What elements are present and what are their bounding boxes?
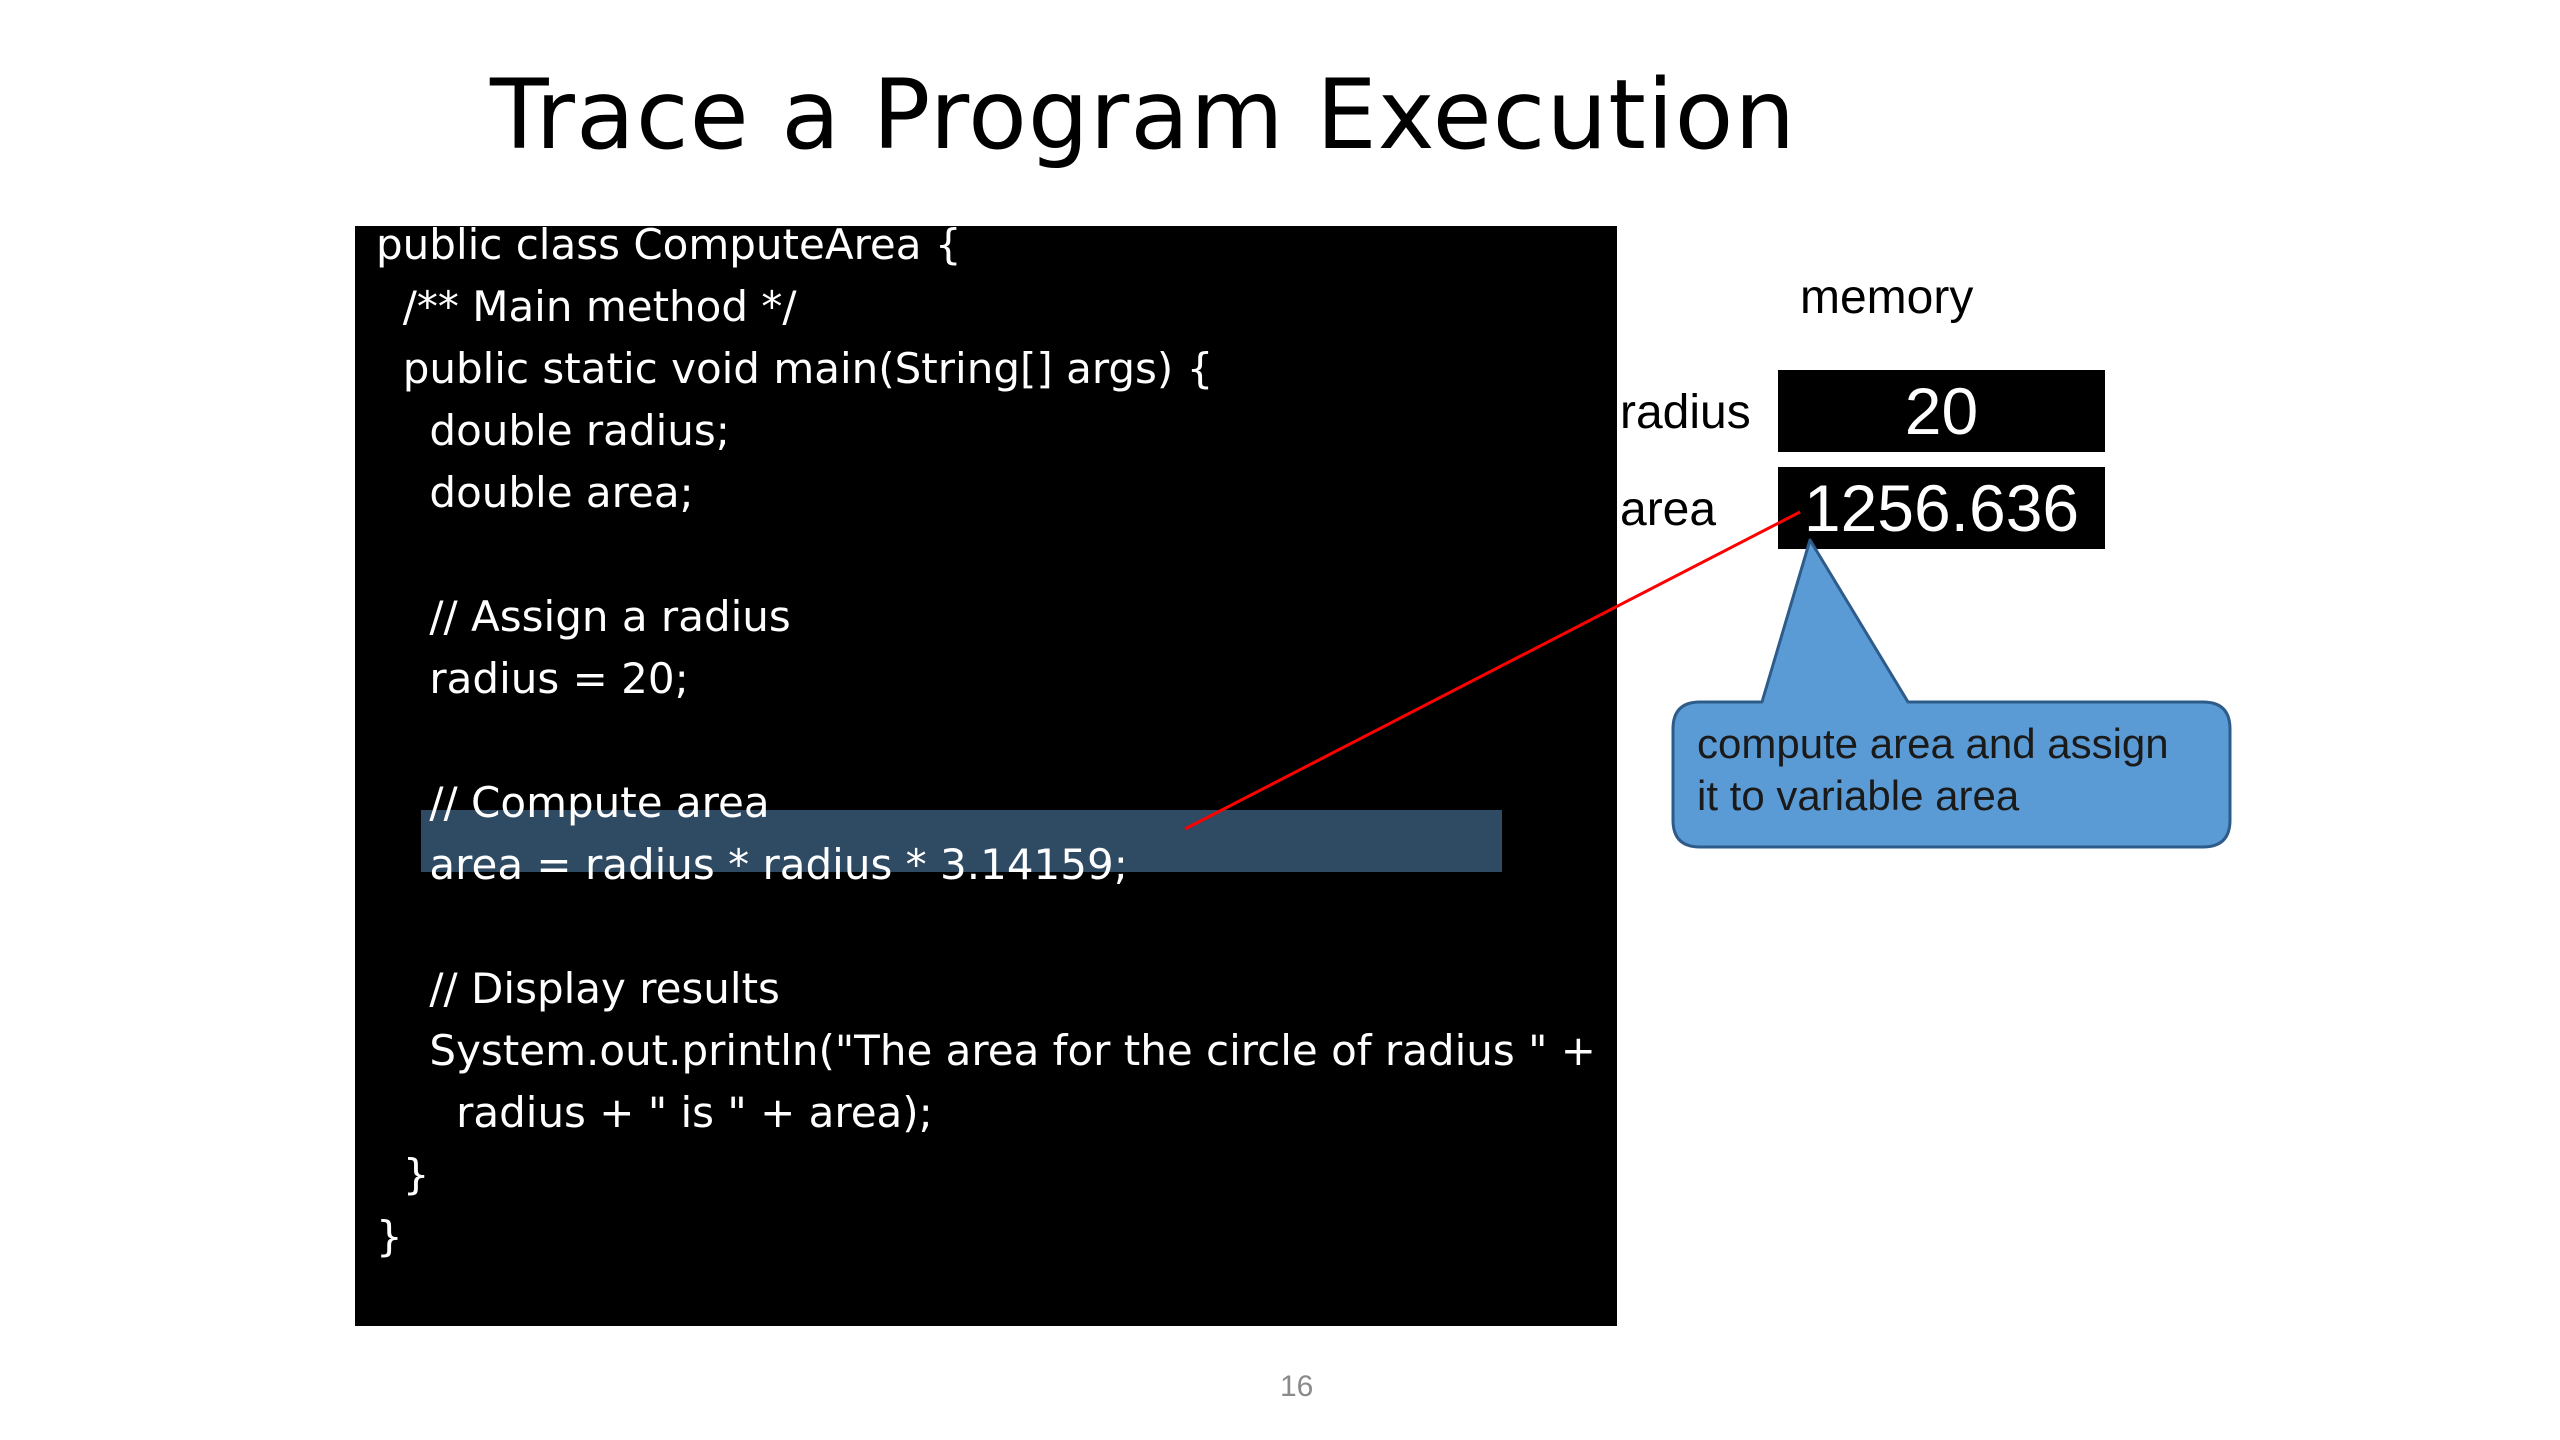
code-comment: // Display results — [376, 964, 780, 1013]
callout-bubble — [1671, 538, 2232, 849]
code-line: double area; — [376, 468, 694, 517]
current-line-highlight — [421, 810, 1502, 872]
code-line-highlighted: area = radius * radius * 3.14159; — [376, 840, 1128, 889]
code-panel — [355, 226, 1617, 1326]
code-line: public static void main(String[] args) { — [376, 344, 1214, 393]
memory-cell-area: 1256.636 — [1778, 467, 2105, 549]
callout-line: it to variable area — [1697, 772, 2020, 819]
code-line: } — [376, 1150, 430, 1199]
memory-cell-radius: 20 — [1778, 370, 2105, 452]
memory-label-area: area — [1620, 483, 1717, 536]
code-line: radius + " is " + area); — [376, 1088, 933, 1137]
code-comment: // Compute area — [376, 778, 770, 827]
code-line: System.out.println("The area for the cir… — [376, 1026, 1596, 1075]
callout-text: compute area and assign it to variable a… — [1697, 718, 2169, 822]
memory-title: memory — [1800, 271, 1974, 324]
callout-line: compute area and assign — [1697, 720, 2169, 767]
memory-label-radius: radius — [1620, 386, 1751, 439]
code-line: public class ComputeArea { — [376, 220, 962, 269]
code-comment: // Assign a radius — [376, 592, 791, 641]
code-line: } — [376, 1212, 403, 1261]
code-line: /** Main method */ — [376, 282, 797, 331]
slide-title: Trace a Program Execution — [490, 59, 1797, 171]
page-number: 16 — [1280, 1370, 1314, 1403]
code-line: double radius; — [376, 406, 730, 455]
code-line: radius = 20; — [376, 654, 689, 703]
pointer-line — [1184, 510, 1801, 831]
